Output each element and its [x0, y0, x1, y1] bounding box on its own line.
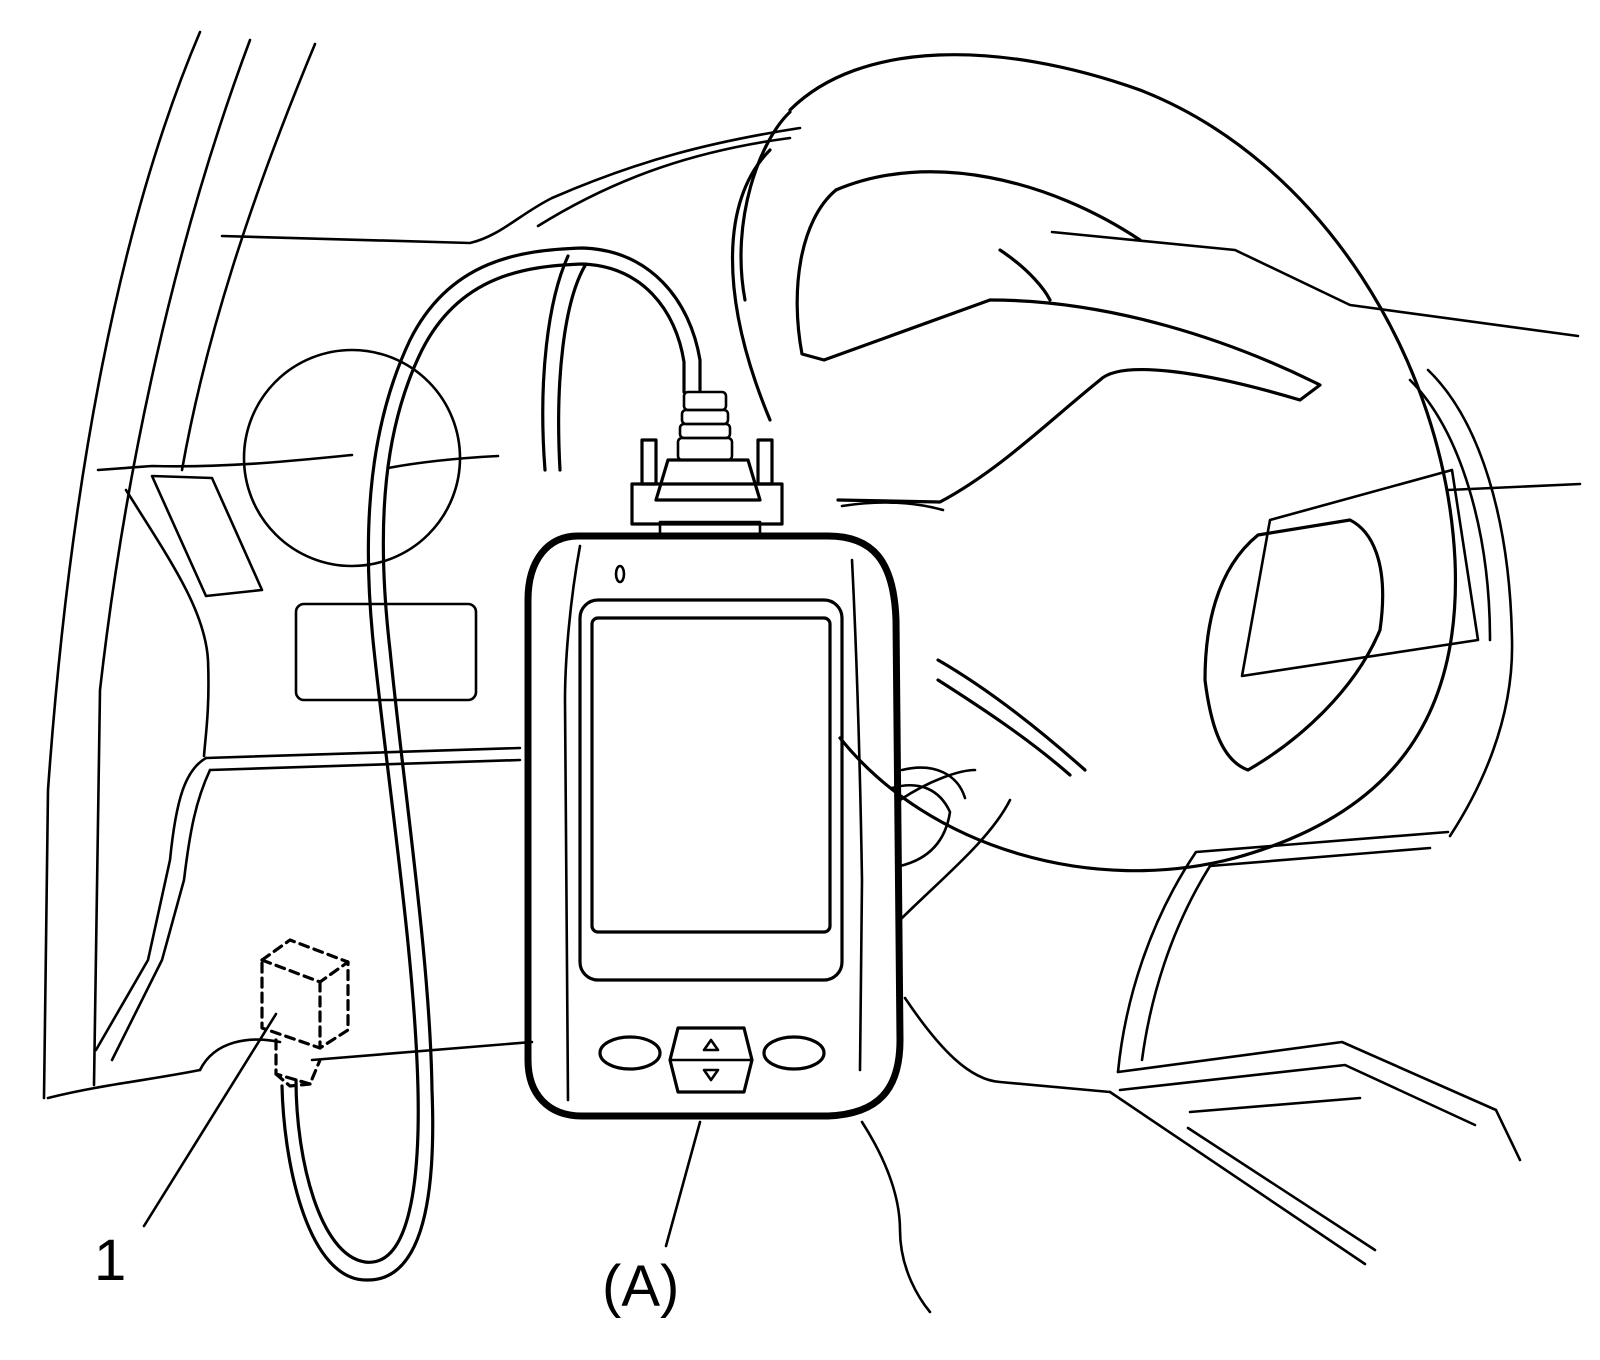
- diagnostic-connector: [260, 938, 350, 1088]
- dashboard-outline: [220, 126, 1582, 492]
- tool-screen-bezel: [578, 598, 844, 982]
- tool-cable: [280, 246, 702, 1282]
- callout-label-scan-tool: (A): [602, 1254, 680, 1319]
- steering-wheel: [730, 53, 1458, 873]
- hand-outline: [840, 501, 945, 1314]
- up-down-arrow-icon: [668, 1026, 754, 1094]
- left-dash-panel: [96, 348, 500, 758]
- lower-dash-panel: [46, 746, 534, 1100]
- air-vent-right: [1240, 468, 1480, 678]
- round-gauge: [242, 348, 462, 568]
- scan-tool: [524, 532, 904, 1120]
- center-console: [898, 368, 1522, 1266]
- air-vent-left: [150, 474, 264, 598]
- leader-line-1: [142, 1012, 278, 1228]
- callout-label-diagnostic-connector: 1: [94, 1228, 127, 1293]
- leader-line-a: [664, 1120, 702, 1248]
- left-soft-key: [598, 1035, 662, 1071]
- tool-screen: [590, 616, 832, 934]
- right-soft-key: [762, 1035, 826, 1071]
- a-pillar: [42, 30, 317, 1100]
- db-connector: [630, 390, 784, 538]
- status-led: [614, 564, 626, 584]
- steering-column: [890, 766, 967, 868]
